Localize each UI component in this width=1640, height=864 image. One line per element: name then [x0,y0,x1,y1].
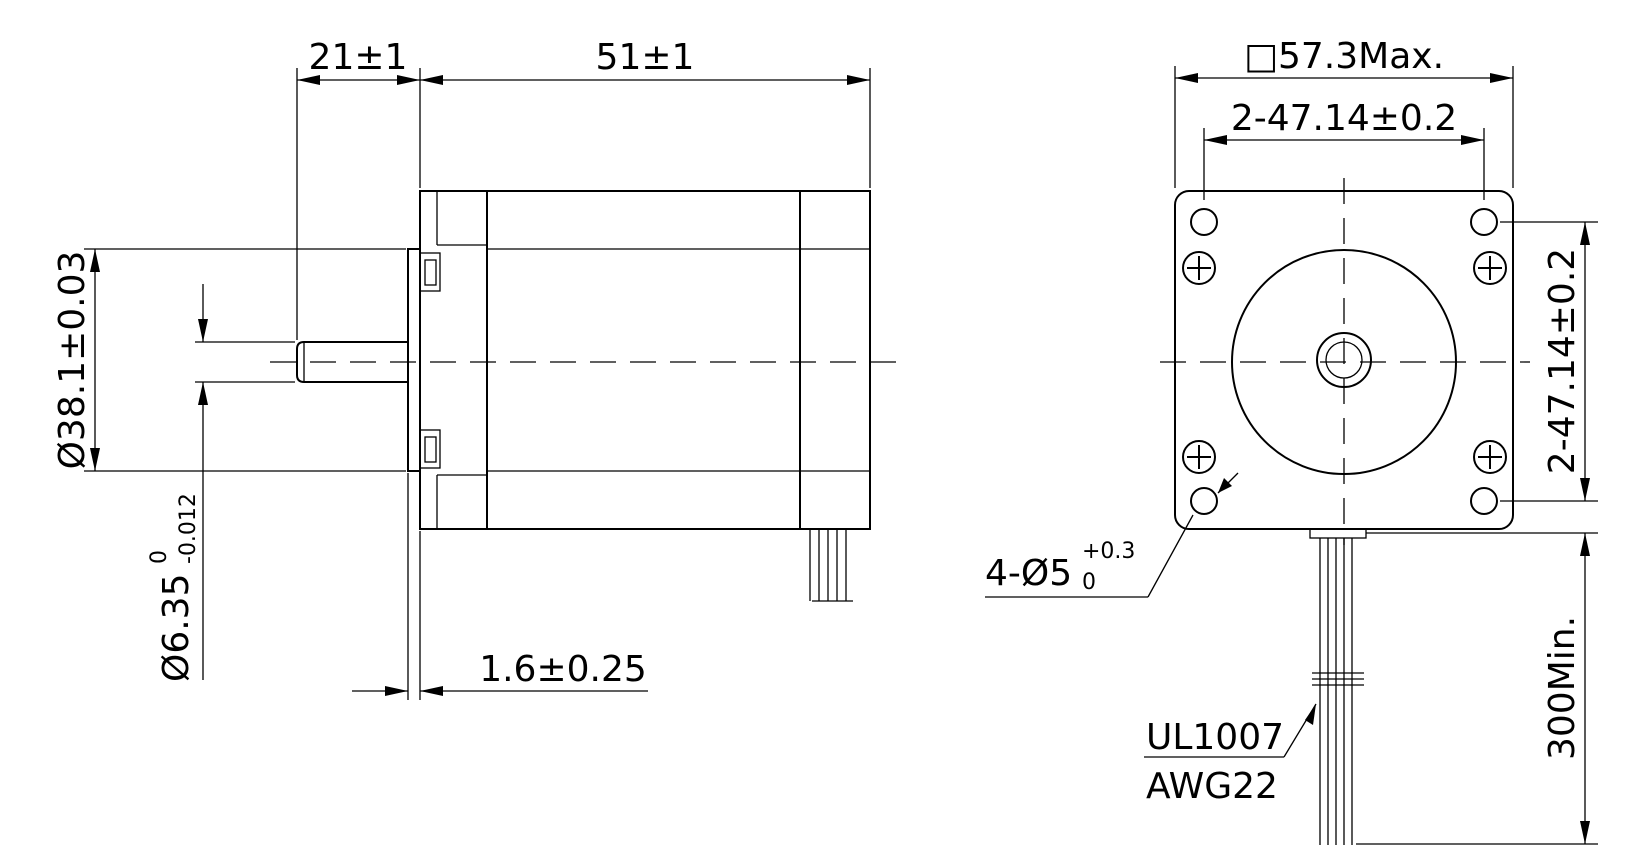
pilot-flange [407,248,441,472]
hole-tol-lower: 0 [1082,570,1096,595]
shaft-tol-upper: 0 [147,550,172,564]
screw-icon [1473,251,1507,285]
front-shaft-outer [1316,332,1372,388]
shaft-tol-lower: -0.012 [176,493,201,564]
dim-lead-length: 300Min. [1356,532,1598,845]
lead-wires-front [1309,528,1367,845]
screw-icon [1182,440,1216,474]
screw-icon [1473,440,1507,474]
wire-gauge-label: AWG22 [1146,766,1278,807]
dim-frame-size: □57.3Max. [1174,36,1514,188]
dim-pilot-depth: 1.6±0.25 [352,473,648,700]
dim-shaft-length: 21±1 [296,37,421,340]
hole-spacing-x-label: 2-47.14±0.2 [1231,98,1457,139]
wire-callout: UL1007 AWG22 [1144,703,1317,807]
wire-type-label: UL1007 [1146,717,1284,758]
lead-wires-side [809,529,853,602]
dim-hole-spacing-x: 2-47.14±0.2 [1203,98,1485,200]
shaft-diameter-label: Ø6.35 [156,574,197,683]
hole-callout-label: 4-Ø5 [985,553,1072,594]
mounting-hole-icon [1190,487,1218,515]
hole-spacing-y-label: 2-47.14±0.2 [1542,248,1583,474]
dim-body-length: 51±1 [420,37,871,188]
screws [1182,251,1507,474]
hole-tol-upper: +0.3 [1082,539,1135,564]
pilot-diameter-label: Ø38.1±0.03 [52,251,93,470]
side-view: 21±1 51±1 Ø38.1±0.03 Ø6 [52,37,910,700]
dim-shaft-diameter: Ø6.35 0 -0.012 [147,284,295,682]
front-shaft-inner [1325,341,1363,379]
mounting-holes [1190,208,1498,515]
dim-hole-spacing-y: 2-47.14±0.2 [1500,221,1598,502]
body-length-label: 51±1 [596,37,695,78]
mounting-hole-icon [1190,208,1218,236]
lead-length-label: 300Min. [1542,616,1583,760]
mounting-hole-icon [1470,487,1498,515]
mounting-hole-icon [1470,208,1498,236]
pilot-boss [1231,249,1457,475]
screw-icon [1182,251,1216,285]
pilot-depth-label: 1.6±0.25 [479,649,647,690]
motor-body [419,190,871,530]
frame-size-label: □57.3Max. [1244,36,1444,77]
hole-callout: 4-Ø5 +0.3 0 [985,472,1239,598]
front-view: □57.3Max. 2-47.14±0.2 2-47.14±0.2 [985,36,1598,845]
dim-pilot-diameter: Ø38.1±0.03 [52,248,406,472]
shaft-length-label: 21±1 [309,37,408,78]
shaft [296,341,408,383]
